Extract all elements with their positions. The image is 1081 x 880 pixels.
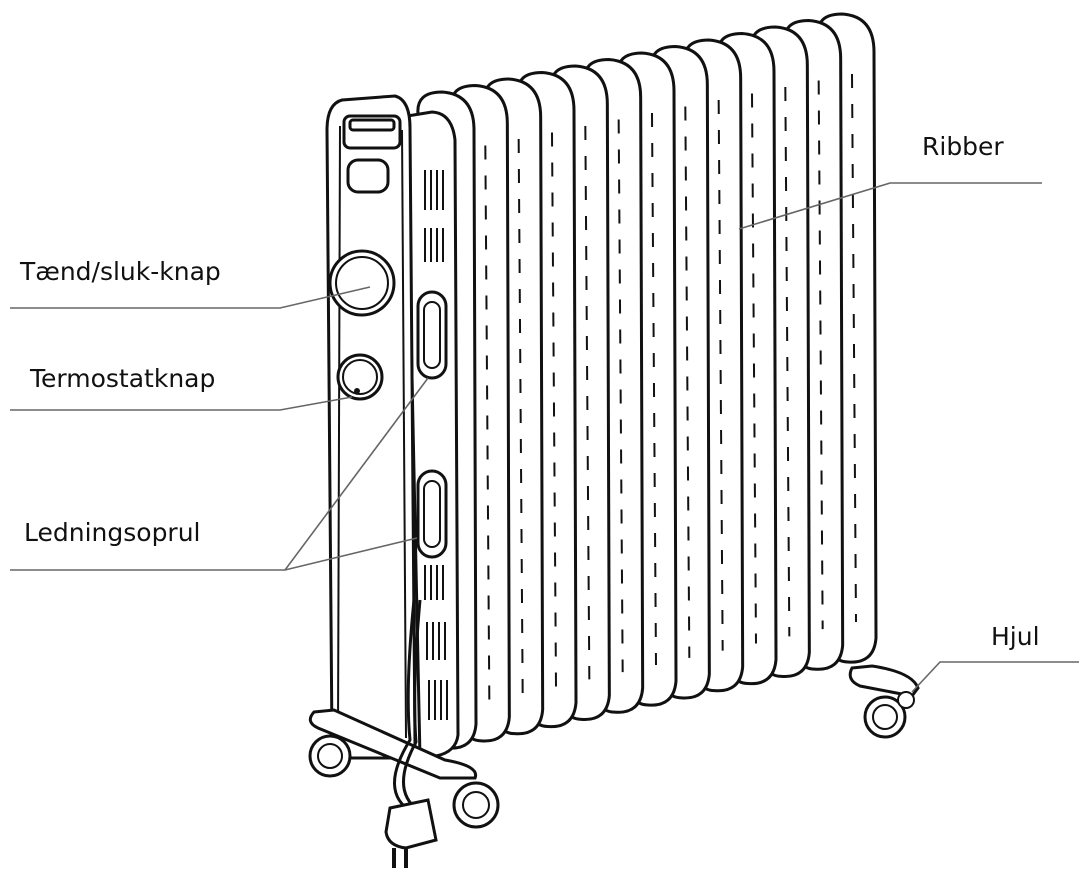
- fin-groove: [617, 119, 624, 673]
- fin-groove: [551, 132, 557, 687]
- radiator-fins: [416, 12, 878, 750]
- fin-groove: [817, 80, 824, 630]
- cord-wrap-slots: [416, 290, 448, 559]
- fin-groove: [717, 99, 724, 651]
- control-panel: [325, 94, 460, 760]
- leader-fins: [738, 182, 1042, 230]
- fin-groove: [684, 106, 691, 658]
- label-fins: Ribber: [922, 132, 1004, 161]
- fin-groove: [651, 112, 657, 666]
- fin-groove: [517, 138, 524, 694]
- label-wheel: Hjul: [991, 622, 1040, 651]
- leader-cord-wrap-upper: [284, 377, 429, 571]
- label-cord-wrap: Ledningsoprul: [24, 518, 201, 547]
- label-thermostat-knob: Termostatknap: [30, 364, 216, 393]
- side-vents: [424, 170, 448, 720]
- front-foot: [308, 708, 478, 780]
- power-cord: [393, 599, 422, 814]
- feet-and-wheels: [308, 664, 920, 829]
- fin-groove: [851, 73, 857, 623]
- leader-lines: [10, 182, 1079, 693]
- leader-wheel: [911, 661, 1079, 693]
- fin-groove: [784, 86, 791, 637]
- rear-foot: [848, 664, 920, 698]
- fin-groove: [484, 145, 491, 701]
- fin-groove: [751, 93, 757, 644]
- power-plug-icon: [384, 798, 438, 868]
- leader-thermostat: [10, 396, 353, 411]
- fin-groove: [584, 125, 591, 680]
- label-on-off-knob: Tænd/sluk-knap: [20, 257, 221, 286]
- leader-on-off: [10, 286, 371, 309]
